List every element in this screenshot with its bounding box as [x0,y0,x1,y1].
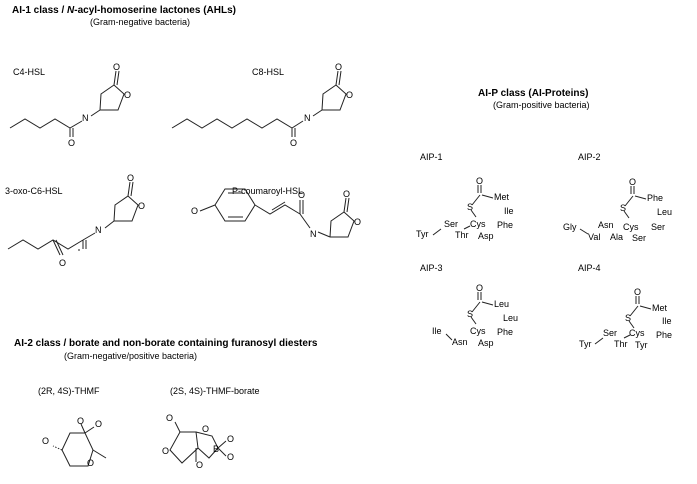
residue: Phe [497,220,513,230]
residue: Ser [651,222,665,232]
structure-3-oxo-c6-hsl [7,181,139,256]
residue: Leu [657,207,672,217]
label-aip-3: AIP-3 [420,263,443,273]
label-aip-1: AIP-1 [420,152,443,162]
atom-o: O [343,189,350,199]
atom-o: O [59,258,66,268]
atom-s: S [625,313,631,323]
atom-s: S [467,309,473,319]
ai2-title: AI-2 class / borate and non-borate conta… [14,338,318,349]
label-c8-hsl: C8-HSL [252,67,284,77]
aip-subtitle: (Gram-positive bacteria) [493,100,590,110]
structure-aip-4 [594,296,652,345]
structure-aip-1 [432,185,494,236]
atom-n: N [310,229,317,239]
atom-o: O [634,287,641,297]
atom-o: O [227,452,234,462]
residue: Ile [432,326,442,336]
atom-o: O [113,62,120,72]
residue: Thr [614,339,628,349]
atom-o: O [354,217,361,227]
residue: Phe [497,327,513,337]
residue: Phe [647,193,663,203]
atom-n: N [304,113,311,123]
atom-o: O [191,206,198,216]
residue: Gly [563,222,577,232]
atom-o: O [227,434,234,444]
atom-o: O [202,424,209,434]
residue: Cys [470,219,486,229]
residue: Ile [504,206,514,216]
label-thmf-borate: (2S, 4S)-THMF-borate [170,386,260,396]
residue: Asn [598,220,614,230]
residue: Met [652,303,668,313]
residue: Cys [470,326,486,336]
structure-aip-2 [579,186,647,235]
atom-o: O [138,201,145,211]
residue: Tyr [635,340,648,350]
label-aip-4: AIP-4 [578,263,601,273]
atom-n: N [95,225,102,235]
aip-title: AI-P class (AI-Proteins) [478,88,588,99]
residue: Tyr [416,229,429,239]
residue: Ser [603,328,617,338]
structure-thmf [52,423,107,467]
structure-thmf-borate [169,421,227,464]
residue: Asp [478,231,494,241]
residue: Thr [455,230,469,240]
residue: Ser [444,219,458,229]
atom-o: O [68,138,75,148]
residue: Val [588,232,600,242]
residue: Phe [656,330,672,340]
ai1-subtitle: (Gram-negative bacteria) [90,17,190,27]
label-c4-hsl: C4-HSL [13,67,45,77]
residue: Met [494,192,510,202]
residue: Leu [503,313,518,323]
label-3-oxo-c6-hsl: 3-oxo-C6-HSL [5,186,63,196]
structure-c4-hsl [9,70,125,137]
atom-o: O [298,190,305,200]
atom-o: O [77,416,84,426]
residue: Ser [632,233,646,243]
ai1-title: AI-1 class / N-acyl-homoserine lactones … [12,5,236,16]
atom-o: O [476,176,483,186]
atom-s: S [620,203,626,213]
atom-o: O [196,460,203,470]
residue: Leu [494,299,509,309]
residue: Asp [478,338,494,348]
atom-b: B [213,444,219,454]
label-p-coumaroyl-hsl: P-coumaroyl-HSL [232,186,303,196]
atom-o: O [162,446,169,456]
residue: Asn [452,337,468,347]
residue: Ile [662,316,672,326]
label-aip-2: AIP-2 [578,152,601,162]
atom-o: O [629,177,636,187]
label-thmf: (2R, 4S)-THMF [38,386,100,396]
residue: Cys [623,222,639,232]
ai2-subtitle: (Gram-negative/positive bacteria) [64,351,197,361]
atom-o: O [290,138,297,148]
atom-o: O [42,436,49,446]
structure-p-coumaroyl-hsl [199,188,355,238]
residue: Ala [610,232,623,242]
atom-o: O [124,90,131,100]
residue: Cys [629,328,645,338]
atom-o: O [87,458,94,468]
structure-aip-3 [445,292,494,341]
atom-n: N [82,113,89,123]
atom-o: O [335,62,342,72]
atom-o: O [95,419,102,429]
atom-o: O [476,283,483,293]
atom-o: O [127,173,134,183]
atom-o: O [166,413,173,423]
structure-c8-hsl [171,70,347,137]
residue: Tyr [579,339,592,349]
atom-s: S [467,202,473,212]
atom-o: O [346,90,353,100]
